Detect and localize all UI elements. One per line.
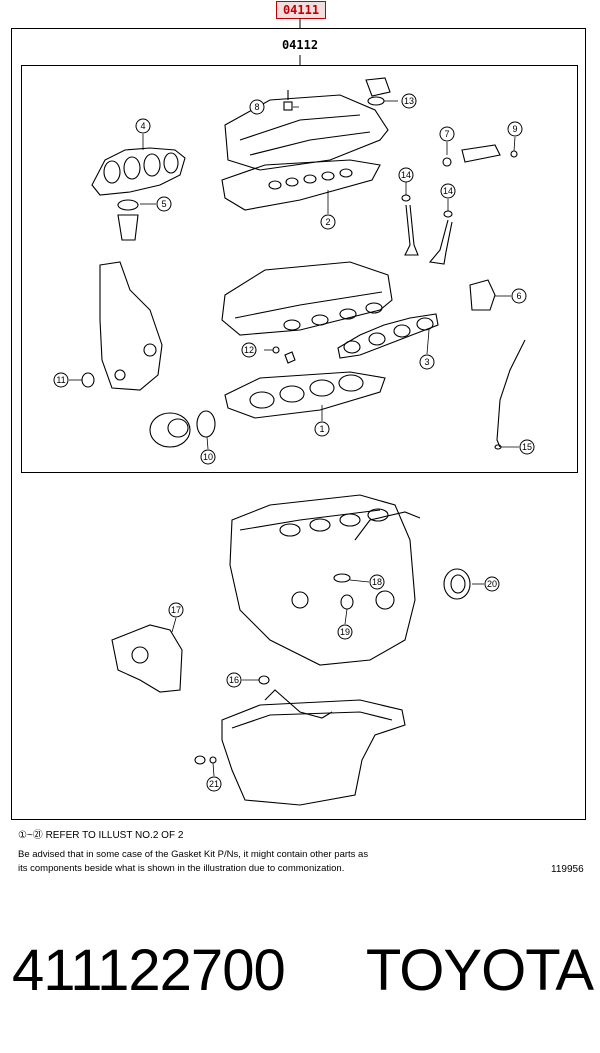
- assembly-code-tag[interactable]: 04111: [276, 1, 326, 19]
- svg-text:17: 17: [171, 605, 181, 615]
- cylinder-head: [221, 261, 393, 336]
- inner-code-leader: [299, 55, 301, 65]
- svg-text:6: 6: [516, 291, 521, 301]
- svg-text:4: 4: [140, 121, 145, 131]
- svg-text:2: 2: [325, 217, 330, 227]
- svg-text:18: 18: [372, 577, 382, 587]
- advice-text-line-1: Be advised that in some case of the Gask…: [18, 849, 369, 860]
- callout-9: 9: [507, 121, 523, 137]
- leader-lines: [69, 100, 519, 777]
- outer-frame: [11, 28, 586, 820]
- callout-2: 2: [320, 214, 336, 230]
- callout-8: 8: [249, 99, 265, 115]
- part-number: 411122700: [12, 938, 286, 1003]
- svg-text:3: 3: [424, 357, 429, 367]
- callout-1: 1: [314, 421, 330, 437]
- callout-13: 13: [401, 93, 417, 109]
- callout-14-a: 14: [398, 167, 414, 183]
- svg-text:14: 14: [443, 186, 453, 196]
- callout-14-b: 14: [440, 183, 456, 199]
- head-cover: [224, 94, 389, 171]
- advice-text-line-2: its components beside what is shown in t…: [18, 863, 345, 874]
- inner-frame: [21, 65, 578, 473]
- callout-3: 3: [419, 354, 435, 370]
- svg-text:19: 19: [340, 627, 350, 637]
- svg-text:21: 21: [209, 779, 219, 789]
- callout-5: 5: [156, 196, 172, 212]
- svg-text:10: 10: [203, 452, 213, 462]
- callout-10: 10: [200, 449, 216, 465]
- top-tag-leader: [299, 18, 301, 28]
- svg-text:15: 15: [522, 442, 532, 452]
- callout-15: 15: [519, 439, 535, 455]
- svg-text:11: 11: [56, 375, 65, 385]
- svg-text:20: 20: [487, 579, 497, 589]
- part-drawings: [81, 77, 526, 806]
- timing-cover: [99, 261, 163, 391]
- svg-text:9: 9: [512, 124, 517, 134]
- callout-17: 17: [168, 602, 184, 618]
- intake-gasket-3: [337, 313, 439, 359]
- callout-20: 20: [484, 576, 500, 592]
- callout-21: 21: [206, 776, 222, 792]
- svg-text:8: 8: [254, 102, 259, 112]
- callout-4: 4: [135, 118, 151, 134]
- svg-text:16: 16: [229, 675, 239, 685]
- product-title: 411122700 TOYOTA: [12, 937, 594, 1004]
- svg-text:14: 14: [401, 170, 411, 180]
- oil-pan: [221, 699, 406, 806]
- svg-text:5: 5: [161, 199, 166, 209]
- callout-18: 18: [369, 574, 385, 590]
- manifold-gasket-4: [91, 147, 186, 196]
- callout-7: 7: [439, 126, 455, 142]
- refer-note: ①~㉑ REFER TO ILLUST NO.2 OF 2: [18, 830, 184, 841]
- engine-block: [229, 494, 416, 666]
- callout-11: 11: [53, 372, 69, 388]
- callout-19: 19: [337, 624, 353, 640]
- inner-kit-code: 04112: [281, 38, 319, 52]
- cover-gasket-2: [221, 159, 381, 211]
- callout-numbers: 1 2 3 4 5 6 7 8 9 10 11 12 13 14 14 15 1…: [53, 93, 535, 792]
- callout-6: 6: [511, 288, 527, 304]
- svg-text:1: 1: [319, 424, 324, 434]
- callout-12: 12: [241, 342, 257, 358]
- brand-name: TOYOTA: [365, 938, 594, 1003]
- svg-text:13: 13: [404, 96, 414, 106]
- exploded-parts-diagram: 1 2 3 4 5 6 7 8 9 10 11 12 13 14 14 15 1…: [53, 77, 535, 806]
- figure-number: 119956: [551, 864, 584, 875]
- head-gasket-1: [224, 371, 386, 419]
- oil-pump: [111, 624, 183, 693]
- callout-16: 16: [226, 672, 242, 688]
- svg-text:7: 7: [444, 129, 449, 139]
- svg-text:12: 12: [244, 345, 254, 355]
